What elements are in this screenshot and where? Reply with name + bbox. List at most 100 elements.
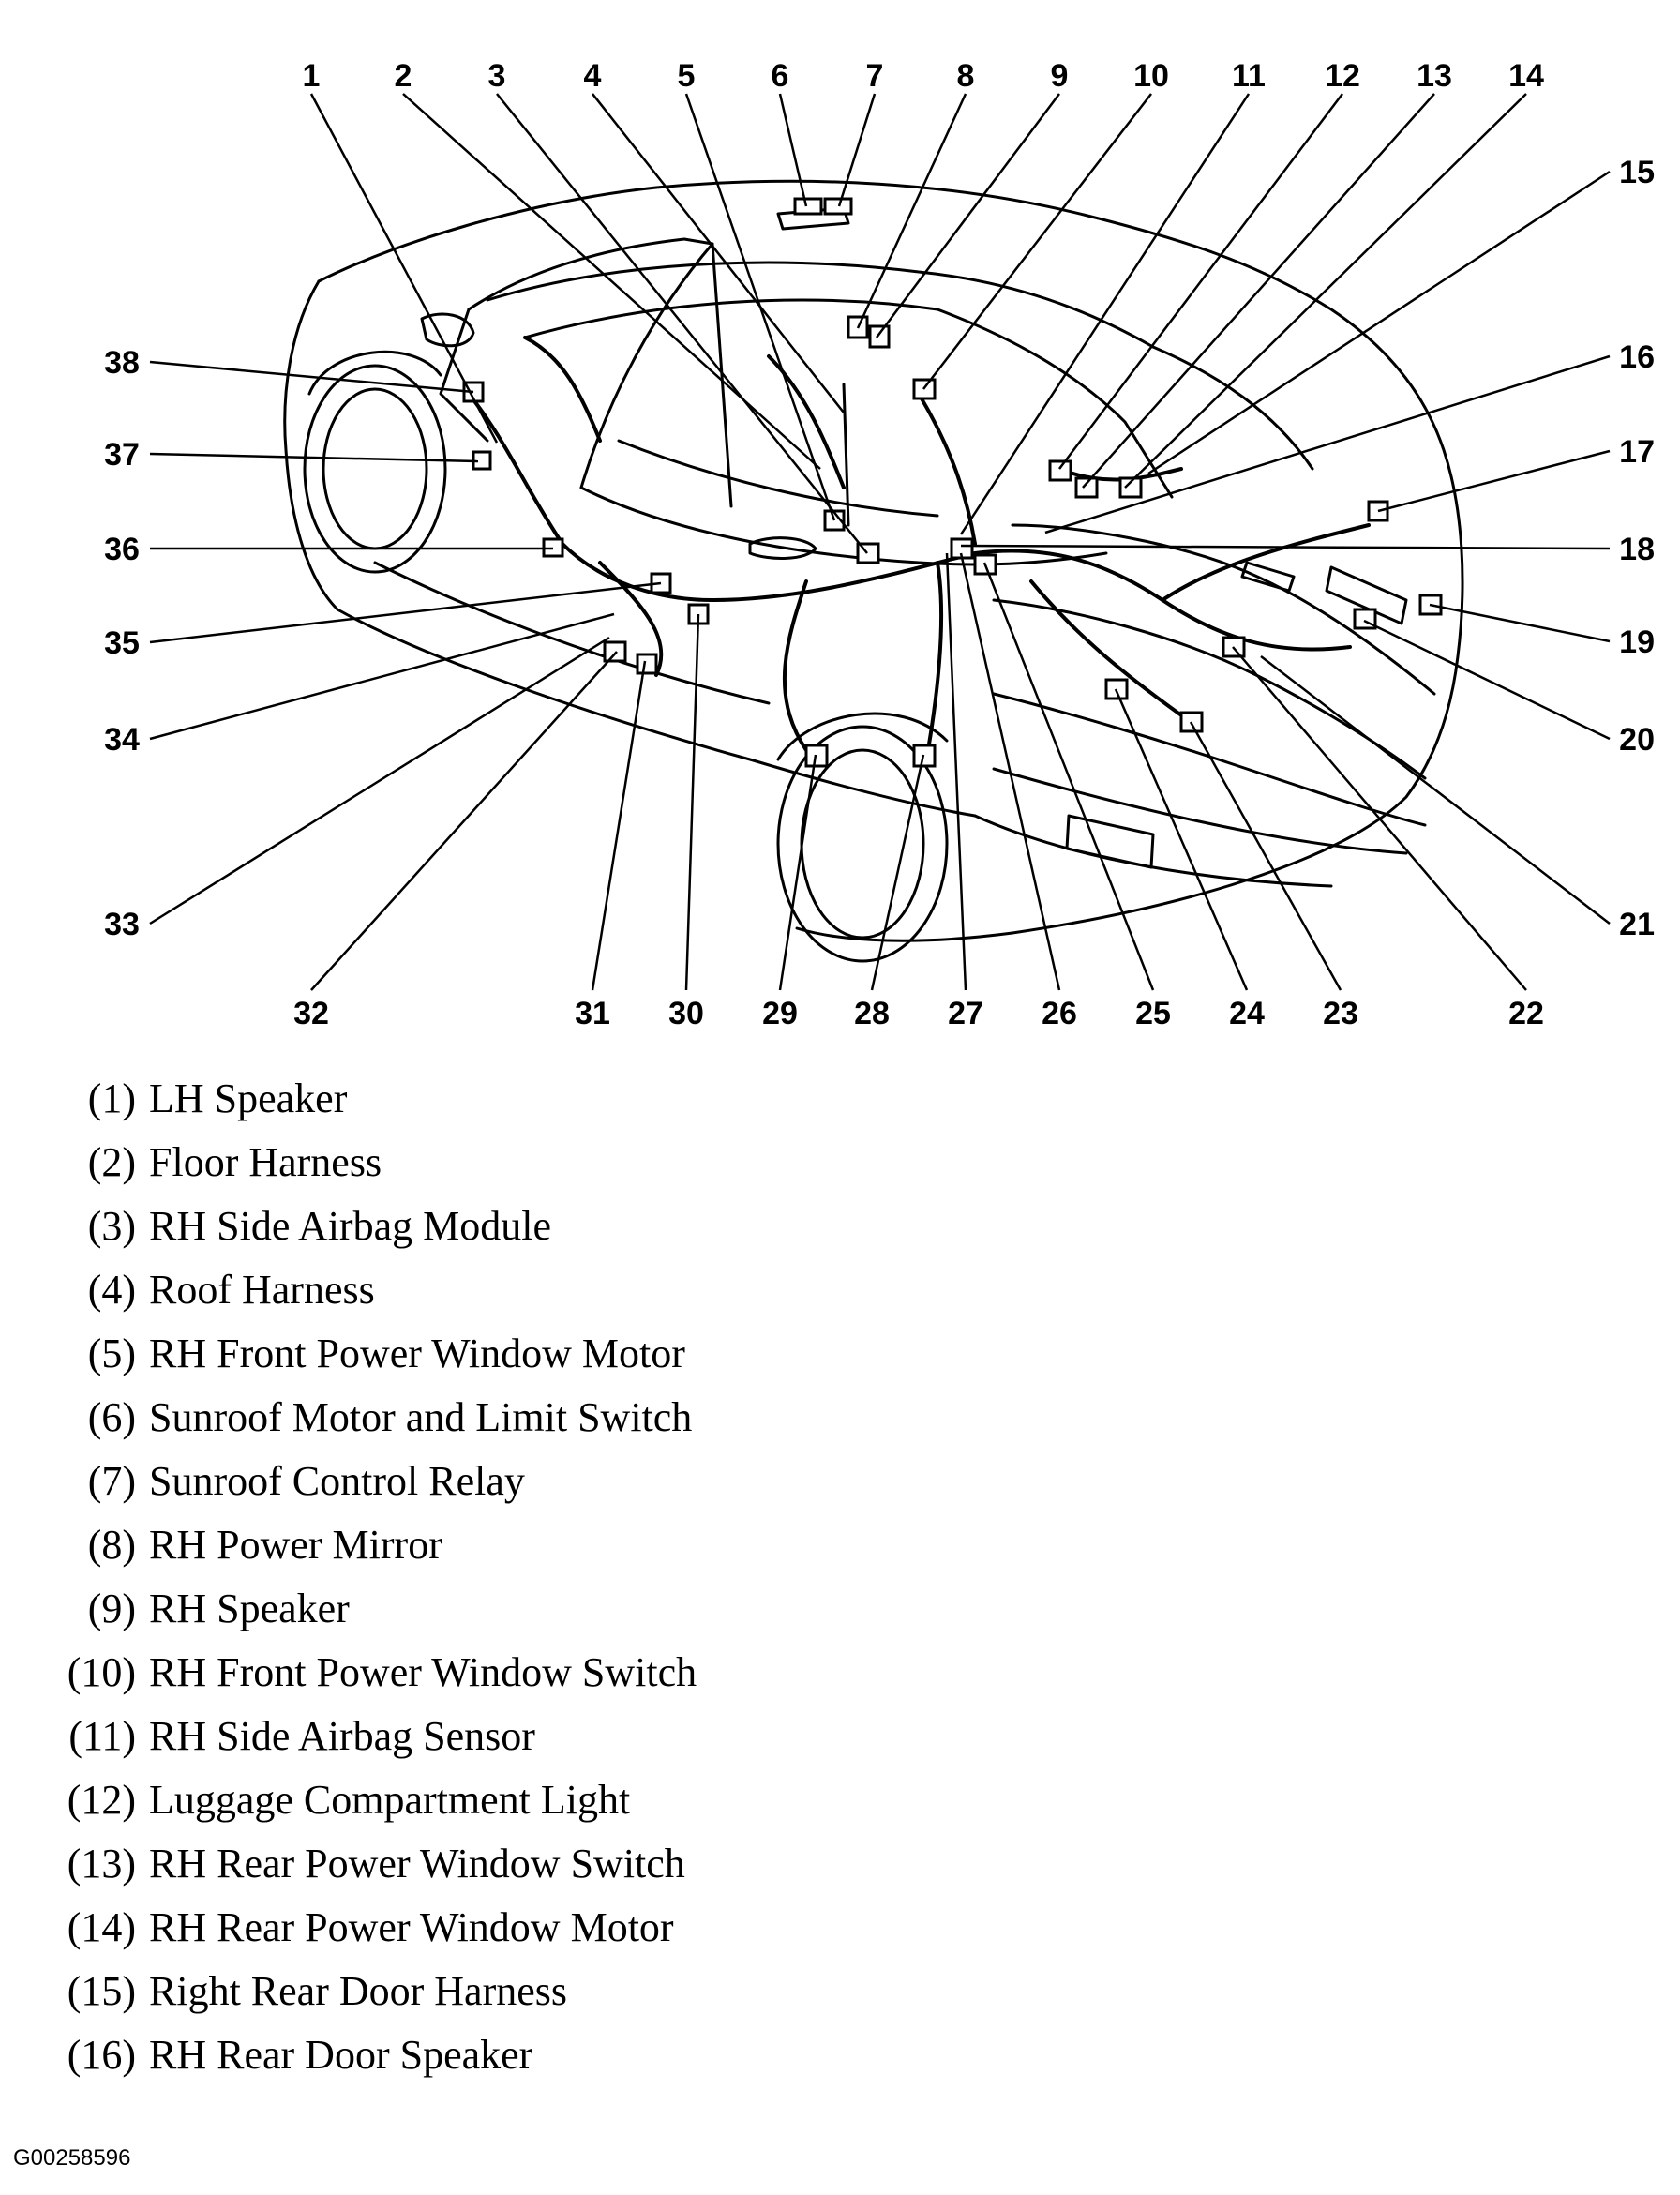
legend-label: RH Rear Power Window Motor (149, 1904, 674, 1950)
legend-number: (4) (87, 1267, 136, 1313)
legend-label: RH Speaker (149, 1586, 350, 1631)
leader-line-2 (402, 93, 821, 470)
callout-number-19: 19 (1619, 624, 1655, 660)
leader-line-17 (1377, 449, 1611, 513)
callout-number-23: 23 (1323, 996, 1358, 1031)
legend-number: (6) (87, 1394, 136, 1440)
callout-number-6: 6 (772, 58, 789, 94)
callout-number-18: 18 (1619, 532, 1655, 567)
leader-line-12 (1058, 93, 1343, 470)
legend-label: RH Front Power Window Switch (149, 1649, 698, 1695)
callout-number-15: 15 (1619, 155, 1655, 190)
callout-number-38: 38 (104, 345, 140, 381)
callout-number-10: 10 (1133, 58, 1169, 94)
callout-number-17: 17 (1619, 434, 1655, 470)
wiring-harness (467, 336, 1371, 752)
callout-number-8: 8 (957, 58, 975, 94)
legend-label: RH Rear Door Speaker (149, 2032, 533, 2078)
legend-label: RH Power Mirror (149, 1522, 442, 1568)
callout-number-2: 2 (395, 58, 412, 94)
legend-item: (16) RH Rear Door Speaker (38, 2023, 975, 2087)
leader-line-11 (959, 93, 1251, 535)
leader-line-35 (149, 581, 662, 644)
leader-line-30 (684, 613, 700, 991)
legend-number: (13) (67, 1841, 136, 1887)
legend-number: (10) (67, 1649, 136, 1695)
legend-label: LH Speaker (149, 1075, 348, 1121)
leader-line-13 (1082, 93, 1435, 489)
callout-number-7: 7 (866, 58, 884, 94)
callout-number-25: 25 (1135, 996, 1171, 1031)
legend-number: (8) (87, 1522, 136, 1568)
legend-item: (14)RH Rear Power Window Motor (38, 1896, 975, 1960)
legend-number: (7) (87, 1458, 136, 1504)
callout-number-37: 37 (104, 437, 140, 473)
legend-item: (12)Luggage Compartment Light (38, 1768, 975, 1832)
legend-item: (7) Sunroof Control Relay (38, 1450, 975, 1513)
legend-item: (10) RH Front Power Window Switch (38, 1641, 975, 1705)
leader-line-37 (149, 452, 479, 463)
callout-number-32: 32 (293, 996, 329, 1031)
leader-line-9 (876, 93, 1060, 338)
callout-number-16: 16 (1619, 339, 1655, 375)
legend-item: (1)LH Speaker (38, 1067, 975, 1131)
leader-line-34 (149, 612, 615, 741)
legend-label: Sunroof Control Relay (149, 1458, 525, 1504)
legend-number: (12) (67, 1777, 136, 1823)
leader-line-32 (310, 651, 618, 991)
callout-number-34: 34 (104, 722, 140, 758)
callout-number-22: 22 (1508, 996, 1544, 1031)
legend-label: RH Rear Power Window Switch (149, 1841, 685, 1887)
leader-line-29 (778, 754, 818, 991)
legend-item: (8) RH Power Mirror (38, 1513, 975, 1577)
callout-number-14: 14 (1508, 58, 1544, 94)
leader-line-25 (982, 562, 1155, 991)
leader-line-15 (1148, 170, 1611, 475)
callout-number-11: 11 (1232, 58, 1266, 94)
leader-line-31 (591, 660, 647, 991)
legend-item: (6) Sunroof Motor and Limit Switch (38, 1386, 975, 1450)
legend-item: (13) RH Rear Power Window Switch (38, 1832, 975, 1896)
callout-number-20: 20 (1619, 722, 1655, 758)
leader-line-6 (778, 93, 808, 207)
legend-label: RH Side Airbag Module (149, 1203, 551, 1249)
leader-line-28 (870, 754, 925, 991)
legend-number: (2) (87, 1139, 136, 1185)
leader-line-27 (945, 552, 968, 991)
leader-line-10 (922, 93, 1152, 390)
callout-number-31: 31 (575, 996, 610, 1031)
leader-line-4 (592, 93, 845, 413)
legend-number: (3) (87, 1203, 136, 1249)
callout-number-9: 9 (1051, 58, 1069, 94)
callout-number-36: 36 (104, 532, 140, 567)
leader-line-18 (960, 544, 1611, 550)
legend-label: Floor Harness (149, 1139, 382, 1185)
leader-line-26 (959, 552, 1061, 991)
callout-number-13: 13 (1417, 58, 1452, 94)
leader-line-14 (1124, 93, 1527, 489)
callout-number-26: 26 (1042, 996, 1077, 1031)
legend-item: (15) Right Rear Door Harness (38, 1960, 975, 2023)
legend-label: RH Side Airbag Sensor (149, 1713, 535, 1759)
leader-line-23 (1189, 721, 1342, 991)
callout-number-35: 35 (104, 625, 140, 661)
leader-line-1 (309, 93, 499, 444)
legend-label: Roof Harness (149, 1267, 375, 1313)
component-legend: (1)LH Speaker (2) Floor Harness (3) RH Sid… (38, 1067, 975, 2087)
car-illustration (283, 179, 1464, 963)
leader-line-24 (1114, 688, 1249, 991)
callout-number-12: 12 (1325, 58, 1360, 94)
callout-number-1: 1 (303, 58, 321, 94)
legend-label: Sunroof Motor and Limit Switch (149, 1394, 693, 1440)
leader-line-7 (837, 93, 877, 207)
leader-lines (149, 93, 1611, 991)
figure-id: G00258596 (13, 2145, 131, 2171)
callout-number-3: 3 (488, 58, 506, 94)
legend-label: Right Rear Door Harness (149, 1968, 568, 2014)
leader-line-16 (1044, 354, 1611, 534)
legend-item: (3) RH Side Airbag Module (38, 1195, 975, 1258)
legend-number: (16) (67, 2032, 136, 2078)
legend-number: (15) (67, 1968, 136, 2014)
